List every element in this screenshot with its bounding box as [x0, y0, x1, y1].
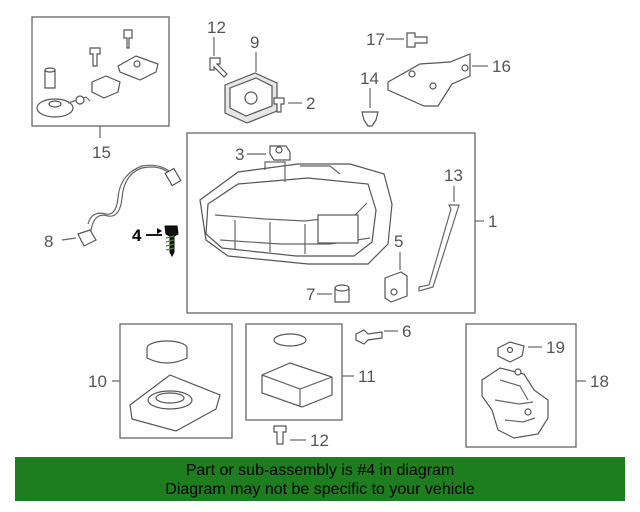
screw-15b — [89, 47, 101, 67]
callout-6: 6 — [402, 322, 411, 341]
callout-5: 5 — [394, 232, 403, 251]
bracket-16-hole-a — [408, 70, 416, 78]
part-group-16: 16 — [387, 53, 511, 107]
part-group-6: 6 — [355, 322, 411, 345]
bracket-5-hole — [390, 288, 398, 296]
screw-15a — [123, 29, 133, 49]
screw-12-bottom — [273, 425, 287, 445]
part-group-4[interactable]: 4 — [132, 225, 179, 258]
bracket-5 — [384, 271, 408, 303]
screw-6 — [355, 329, 383, 345]
part-group-1: 1 3 13 5 7 — [186, 132, 497, 314]
bracket-hole-15 — [133, 60, 141, 68]
seal-13 — [418, 204, 460, 292]
wire-8-outline — [87, 164, 177, 225]
callout-10: 10 — [88, 372, 107, 391]
part-group-8: 8 — [44, 164, 182, 251]
grommet-top-15 — [44, 67, 56, 73]
clip-19-hole — [506, 346, 514, 354]
bracket-18-hole-b — [524, 408, 532, 416]
notice-line-1: Part or sub-assembly is #4 in diagram — [185, 462, 455, 479]
module-11 — [261, 362, 333, 408]
callout-13: 13 — [444, 166, 463, 185]
tab-15 — [67, 96, 91, 104]
callout-12-top: 12 — [207, 18, 226, 37]
callout-1: 1 — [488, 212, 497, 231]
callout-16: 16 — [492, 57, 511, 76]
part-group-17: 17 — [366, 30, 428, 49]
bracket-16-hole-b — [429, 82, 437, 90]
callout-9: 9 — [250, 33, 259, 52]
callout-2: 2 — [306, 94, 315, 113]
part-group-18: 18 19 — [465, 323, 609, 448]
notice-banner: Part or sub-assembly is #4 in diagram Di… — [15, 457, 625, 501]
nut-7-top — [334, 284, 350, 292]
headlamp-trim-a — [214, 202, 368, 222]
cap-10-body — [146, 348, 188, 364]
bracket-18-hole-a — [514, 368, 522, 376]
part-group-2: 2 — [273, 94, 315, 113]
headlamp-dividers — [234, 220, 306, 254]
callout-19: 19 — [546, 338, 565, 357]
cover-10-opening — [155, 392, 185, 404]
screw-2 — [273, 97, 285, 113]
wire-8 — [83, 166, 173, 243]
part-group-11: 11 — [245, 323, 376, 421]
leader-4-arrow — [157, 228, 162, 234]
bracket-16 — [387, 53, 471, 107]
leader-8 — [61, 237, 77, 241]
part-group-15: 15 — [31, 16, 170, 162]
screw-4-thread — [165, 235, 175, 251]
headlamp-projector — [317, 214, 359, 244]
callout-15: 15 — [92, 143, 111, 162]
grommet-15 — [44, 69, 56, 89]
callout-17: 17 — [366, 30, 385, 49]
nut-3-hole — [275, 146, 283, 154]
notice-line-2: Diagram may not be specific to your vehi… — [165, 481, 475, 498]
part-group-14: 14 — [360, 69, 379, 127]
screw-12-top — [209, 57, 228, 78]
seal-11 — [273, 333, 307, 347]
headlamp-top-details — [264, 161, 341, 182]
callout-14: 14 — [360, 69, 379, 88]
bracket-18-details — [494, 379, 536, 423]
callout-7: 7 — [306, 285, 315, 304]
part-group-12-top: 12 — [207, 18, 228, 78]
callout-18: 18 — [590, 372, 609, 391]
clip-14 — [361, 111, 379, 127]
module-9-socket — [244, 91, 258, 105]
callout-3: 3 — [235, 145, 244, 164]
connector-8-bottom — [77, 229, 97, 247]
part-group-12-bottom: 12 — [273, 425, 329, 450]
connector-8-top — [164, 167, 182, 187]
callout-4[interactable]: 4 — [132, 226, 142, 245]
clip-15 — [91, 75, 121, 99]
nut-15 — [75, 95, 85, 105]
cap-15 — [36, 98, 74, 118]
part-group-10: 10 — [88, 323, 233, 439]
bracket-16-hole-c — [461, 64, 469, 72]
part-group-9: 9 — [224, 33, 278, 124]
bolt-17 — [406, 32, 428, 48]
module-11-edges — [261, 374, 333, 407]
callout-8: 8 — [44, 232, 53, 251]
callout-12-bottom: 12 — [310, 431, 329, 450]
cap-center-15 — [48, 100, 62, 108]
bracket-15 — [117, 55, 159, 81]
callout-11: 11 — [358, 367, 376, 386]
